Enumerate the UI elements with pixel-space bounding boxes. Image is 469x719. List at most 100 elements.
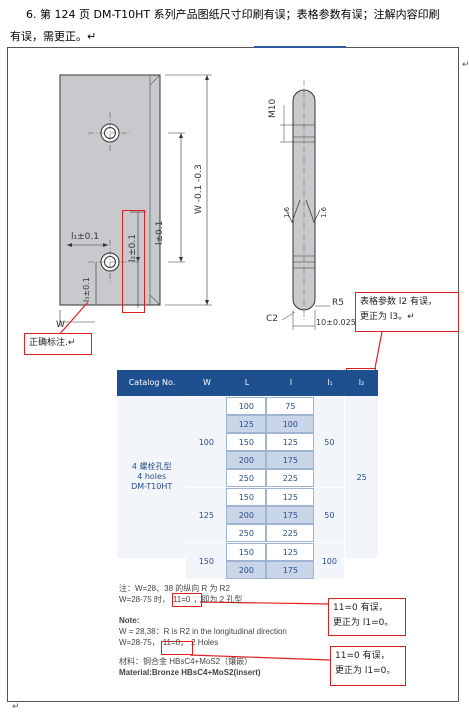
note1-line-1: 11=0 有误， (333, 603, 388, 613)
table-header-row: Catalog No. W L l l₁ l₂ (117, 370, 378, 396)
l-cell: 125 (266, 488, 315, 506)
paragraph-mark-right: ↵ (462, 60, 469, 70)
plate-side-view (292, 89, 316, 311)
paragraph-mark: ↵ (12, 702, 20, 712)
header-L: L (227, 370, 267, 396)
L-cell: 250 (226, 524, 267, 542)
instruction-text: 6. 第 124 页 DM-T10HT 系列产品图纸尺寸印刷有误；表格参数有误；… (10, 4, 462, 48)
L-cell: 200 (226, 561, 267, 579)
note-en-line-1: W = 28,38：R is R2 in the longitudinal di… (119, 627, 287, 636)
dim-w-tolerance-label: W -0.1 -0.3 (194, 164, 204, 214)
note-zh-line-2b: 11=0 (172, 595, 191, 604)
m10-label: M10 (268, 98, 278, 118)
l-cell: 225 (266, 524, 315, 542)
w-cell: 125 (186, 488, 227, 542)
catalog-en: 4 holes (137, 472, 167, 481)
thickness-label: 10±0.025 (316, 318, 356, 327)
L-cell: 200 (226, 451, 267, 469)
l-cell: 175 (266, 451, 315, 469)
l1-cell: 50 (314, 397, 345, 487)
l-cell: 125 (266, 543, 315, 561)
en-note-highlight-box (161, 641, 193, 655)
instruction-line-2: 有误，需更正。↵ (10, 30, 97, 43)
page-accent-bar (254, 46, 346, 48)
header-l: l (267, 370, 315, 396)
header-catalog-no: Catalog No. (117, 370, 187, 396)
note2-leader (189, 654, 331, 661)
dim-w-label: W (56, 320, 65, 330)
w-cell: 150 (186, 543, 227, 579)
r5-label: R5 (332, 298, 344, 308)
l-cell: 100 (266, 415, 315, 433)
material-zh: 材料：铜合金 HBsC4+MoS2（镶嵌） (119, 657, 253, 666)
notes-block: 注：W=28、38 的纵向 R 为 R2 W=28-75 时，11=0，即为 2… (119, 583, 349, 678)
l-cell: 175 (266, 561, 315, 579)
l-cell: 75 (266, 397, 315, 415)
header-l2: l₂ (345, 370, 378, 396)
zh-note-highlight-box (172, 593, 202, 607)
l2-highlight-box (122, 210, 145, 313)
c2-label: C2 (266, 314, 279, 324)
note-en-line-2b: 11=0， (162, 638, 189, 647)
material-en: Material:Bronze HBsC4+MoS2(insert) (119, 668, 261, 677)
note-zh-line-1: 注：W=28、38 的纵向 R 为 R2 (119, 584, 230, 593)
table-note-line-2: 更正为 l3。↵ (360, 312, 415, 322)
correct-label-leader (57, 301, 89, 337)
dim-l-label: l±0.1 (155, 220, 165, 245)
w-cell: 100 (186, 397, 227, 487)
note-en-line-2a: W=28-75， (119, 638, 160, 647)
note2-line-1: 11=0 有误， (335, 651, 390, 661)
L-cell: 150 (226, 433, 267, 451)
catalog-zh: 4 螺栓孔型 (131, 462, 172, 471)
l2-value-cell: 25 (344, 396, 378, 558)
note-en-title: Note: (119, 616, 140, 625)
instruction-line-1: 6. 第 124 页 DM-T10HT 系列产品图纸尺寸印刷有误；表格参数有误；… (26, 8, 440, 21)
table-note-line-1: 表格参数 l2 有误， (360, 297, 437, 307)
note-zh-line-2a: W=28-75 时， (119, 595, 170, 604)
catalog-code: DM-T10HT (131, 482, 173, 491)
l-cell: 225 (266, 469, 315, 487)
note2-line-2: 更正为 l1=0。 (335, 666, 396, 676)
header-l1: l₁ (315, 370, 345, 396)
correct-label-callout: 正确标注.↵ (24, 333, 92, 355)
dim-l3-label: l₃±0.1 (82, 277, 91, 302)
L-cell: 100 (226, 397, 267, 415)
roughness-right-label: 1.6 (320, 206, 328, 218)
l1-cell: 100 (314, 543, 345, 579)
roughness-left-label: 1.6 (283, 206, 291, 218)
note-en-line-2: W=28-75，11=0，2 Holes (119, 637, 349, 648)
note2-callout: 11=0 有误， 更正为 l1=0。 (330, 646, 406, 686)
L-cell: 150 (226, 488, 267, 506)
L-cell: 250 (226, 469, 267, 487)
correct-label-text: 正确标注.↵ (29, 338, 76, 348)
L-cell: 125 (226, 415, 267, 433)
table-param-callout: 表格参数 l2 有误， 更正为 l3。↵ (355, 292, 459, 332)
note1-line-2: 更正为 l1=0。 (333, 618, 394, 628)
note1-leader (199, 601, 331, 605)
l-cell: 175 (266, 506, 315, 524)
catalog-table: Catalog No. W L l l₁ l₂ 4 螺栓孔型 4 holes D… (117, 370, 378, 579)
catalog-cell: 4 螺栓孔型 4 holes DM-T10HT (117, 396, 187, 558)
dim-l1-label: l₁±0.1 (71, 232, 99, 242)
table-note-leader (374, 331, 383, 369)
header-w: W (187, 370, 227, 396)
figure-frame (7, 47, 459, 702)
